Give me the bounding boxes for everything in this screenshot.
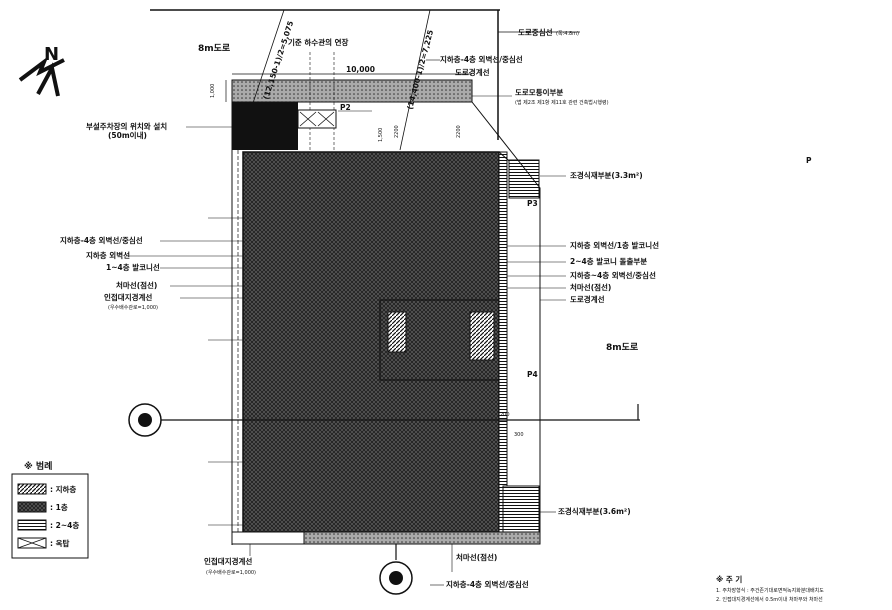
svg-text:: 옥탑: : 옥탑 — [50, 538, 70, 548]
landscape-top — [508, 159, 540, 199]
legend-swatch-1f — [17, 501, 47, 513]
svg-text:(우수배수관로=1,000): (우수배수관로=1,000) — [206, 569, 256, 576]
svg-text:300: 300 — [514, 432, 524, 438]
north-arrow-icon: N — [18, 44, 65, 97]
svg-text:지하층-4층 외벽선/중심선: 지하층-4층 외벽선/중심선 — [440, 54, 523, 64]
svg-text:2200: 2200 — [394, 125, 400, 138]
landscape-bottom — [502, 485, 540, 533]
notes: ※ 주 기 1. 주차장형식 : 주건존기대로면적녹지화분대배치도 2. 인접대… — [716, 574, 824, 603]
svg-text:P2: P2 — [340, 103, 351, 112]
svg-text:(우수배수관로=1,000): (우수배수관로=1,000) — [108, 304, 158, 311]
top-road-strip — [231, 79, 473, 103]
svg-text:※ 범례: ※ 범례 — [24, 460, 52, 472]
svg-text:1. 주차장형식 : 주건존기대로면적녹지화분대배치도: 1. 주차장형식 : 주건존기대로면적녹지화분대배치도 — [716, 587, 824, 594]
svg-text:10,000: 10,000 — [346, 65, 375, 74]
svg-text:도로모퉁이부분: 도로모퉁이부분 — [515, 87, 563, 97]
svg-text:도로경계선: 도로경계선 — [570, 294, 605, 304]
legend-swatch-2-4f — [17, 519, 47, 531]
svg-text:지하층 외벽선: 지하층 외벽선 — [86, 250, 130, 260]
svg-text:1,500: 1,500 — [378, 128, 384, 142]
svg-text:부설주차장의 위치와 설치: 부설주차장의 위치와 설치 — [86, 121, 167, 131]
parking-stalls — [297, 109, 337, 129]
svg-text:200: 200 — [500, 412, 510, 418]
svg-text:P3: P3 — [527, 199, 538, 208]
road-right-label: 8m도로 — [606, 342, 639, 353]
svg-text:기준 하수관의 연장: 기준 하수관의 연장 — [288, 37, 349, 47]
svg-text:: 1층: : 1층 — [50, 502, 68, 512]
svg-text:지하층 외벽선/1층 발코니선: 지하층 외벽선/1층 발코니선 — [570, 240, 659, 250]
svg-text:: 2~4층: : 2~4층 — [50, 520, 79, 530]
road-center-label: 도로중심선 — [518, 27, 553, 37]
svg-text:인접대지경계선: 인접대지경계선 — [104, 292, 152, 302]
svg-text:조경식재부분(3.6m²): 조경식재부분(3.6m²) — [558, 506, 631, 516]
balcony-strip — [498, 151, 508, 533]
svg-text:P: P — [806, 156, 812, 165]
parking-area — [232, 102, 298, 150]
svg-text:지하층-4층 외벽선/중심선: 지하층-4층 외벽선/중심선 — [60, 235, 143, 245]
svg-text:(법 제2조 제1항 제11호 관련 건축법시행령): (법 제2조 제1항 제11호 관련 건축법시행령) — [515, 99, 609, 106]
svg-text:P4: P4 — [527, 370, 538, 379]
svg-text:(50m이내): (50m이내) — [108, 130, 147, 140]
bottom-boundary-strip — [231, 531, 305, 545]
svg-text:처마선(점선): 처마선(점선) — [116, 280, 157, 290]
building-footprint — [242, 151, 500, 533]
svg-text:2~4층 발코니 돌출부분: 2~4층 발코니 돌출부분 — [570, 256, 647, 266]
svg-text:지하층-4층 외벽선/중심선: 지하층-4층 외벽선/중심선 — [446, 579, 529, 589]
svg-text:※ 주 기: ※ 주 기 — [716, 574, 742, 584]
north-label: N — [44, 44, 59, 65]
svg-text:2200: 2200 — [456, 125, 462, 138]
svg-text:지하층~4층 외벽선/중심선: 지하층~4층 외벽선/중심선 — [570, 270, 656, 280]
svg-text:2. 인접대지경계선에서 0.5m이내 처마부와 처마선: 2. 인접대지경계선에서 0.5m이내 처마부와 처마선 — [716, 596, 823, 603]
legend-swatch-basement — [17, 483, 47, 495]
svg-text:조경식재부분(3.3m²): 조경식재부분(3.3m²) — [570, 170, 643, 180]
svg-text:1~4층 발코니선: 1~4층 발코니선 — [106, 262, 160, 272]
road-top-label: 8m도로 — [198, 43, 231, 54]
legend: ※ 범례 : 지하층 : 1층 : 2~4층 : 옥탑 — [11, 460, 89, 559]
svg-text:: 지하층: : 지하층 — [50, 484, 76, 494]
svg-text:처마선(점선): 처마선(점선) — [570, 282, 611, 292]
svg-text:인접대지경계선: 인접대지경계선 — [204, 556, 252, 566]
svg-text:처마선(점선): 처마선(점선) — [456, 552, 497, 562]
svg-text:도로경계선: 도로경계선 — [455, 67, 490, 77]
svg-text:1,000: 1,000 — [210, 84, 216, 98]
svg-text:(폭:4.8m): (폭:4.8m) — [556, 31, 579, 37]
